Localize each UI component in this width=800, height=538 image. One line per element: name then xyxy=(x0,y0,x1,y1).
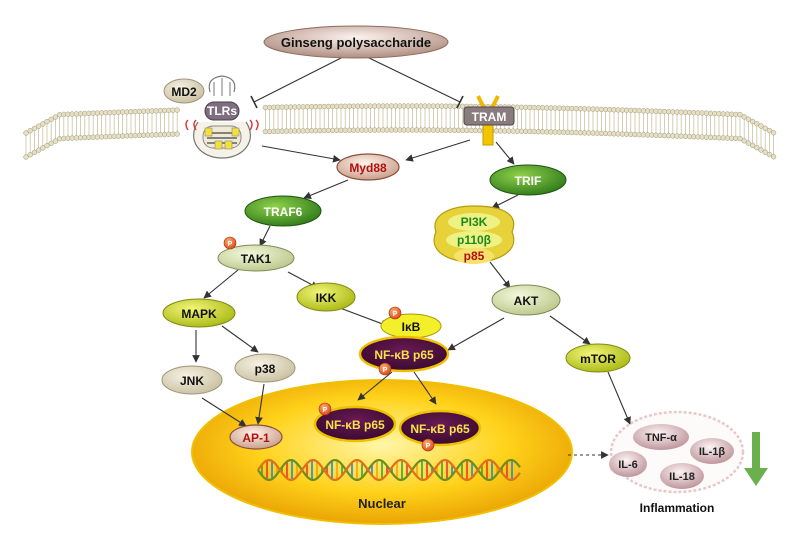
cell-membrane xyxy=(23,103,777,160)
arrow-trif-pi3k xyxy=(491,194,519,209)
mtor-node xyxy=(565,343,631,373)
inhibit-bar-tlrs xyxy=(250,95,258,109)
traf6-label: TRAF6 xyxy=(264,205,303,219)
jnk-label: JNK xyxy=(180,374,204,388)
il6-label: IL-6 xyxy=(618,459,638,471)
ginseng-label: Ginseng polysaccharide xyxy=(281,35,431,50)
arrow-traf6-tak1 xyxy=(259,225,271,247)
inflammation-label: Inflammation xyxy=(640,501,715,515)
nfkb-p65-node xyxy=(358,335,450,373)
il18-label: IL-18 xyxy=(669,471,695,483)
tnfa-label: TNF-α xyxy=(645,432,677,444)
myd88-node xyxy=(336,153,400,181)
jnk-node xyxy=(161,365,223,395)
nfkb-p65-nuclear-left xyxy=(313,405,397,443)
phospho-icon: P xyxy=(378,362,392,376)
arrow-akt-nfkb xyxy=(447,317,505,351)
nuclear-label: Nuclear xyxy=(358,496,406,511)
arrow-akt-mtor xyxy=(549,315,591,345)
arrow-tlrs-myd88 xyxy=(261,145,341,163)
phospho-icon: P xyxy=(421,438,435,452)
phospho-icon: P xyxy=(388,306,402,320)
tlrs-label: TLRs xyxy=(207,104,237,118)
ap1-label: AP-1 xyxy=(242,431,270,445)
arrow-tram-myd88 xyxy=(405,139,471,162)
arrow-tak1-mapk xyxy=(203,269,239,299)
arrow-p38-ap1 xyxy=(255,383,265,425)
svg-text:P: P xyxy=(323,407,328,414)
svg-text:P: P xyxy=(228,241,233,248)
arrow-nfkb-nuc2 xyxy=(413,371,437,405)
dna-helix xyxy=(257,459,521,481)
arrow-tram-trif xyxy=(495,141,515,165)
svg-text:P: P xyxy=(383,367,388,374)
il1b-label: IL-1β xyxy=(699,446,726,458)
inhibit-line-tram xyxy=(364,55,461,103)
arrow-nfkb-nuc1 xyxy=(357,371,393,401)
arrow-mapk-p38 xyxy=(221,325,259,353)
arrow-pi3k-akt xyxy=(489,261,511,289)
inhibit-bar-tram xyxy=(456,95,464,109)
il1b-node xyxy=(690,438,734,464)
md2-node xyxy=(163,78,205,104)
phospho-icon: P xyxy=(318,402,332,416)
arrow-jnk-ap1 xyxy=(201,397,247,427)
mtor-label: mTOR xyxy=(580,352,616,366)
nfkb-p65-label: NF-κB p65 xyxy=(374,348,434,362)
tak1-node xyxy=(217,244,295,272)
il6-node xyxy=(609,451,647,477)
tlr-receptor: TLRs xyxy=(185,75,259,159)
connectors xyxy=(192,55,631,459)
ikk-label: IKK xyxy=(316,291,337,305)
phospho-icon: P xyxy=(223,236,237,250)
nfkb-p65-nuclear-right-label: NF-κB p65 xyxy=(410,422,470,436)
p38-node xyxy=(234,353,296,383)
trif-label: TRIF xyxy=(515,174,542,188)
arrow-myd88-traf6 xyxy=(303,179,349,199)
nfkb-p65-nuclear-right xyxy=(398,409,482,447)
il18-node xyxy=(660,463,704,489)
traf6-node xyxy=(244,195,322,227)
pi3k-label: PI3K xyxy=(461,215,488,229)
tram-label: TRAM xyxy=(472,110,507,124)
decrease-arrow-icon xyxy=(744,432,768,486)
tram-receptor: TRAM xyxy=(463,95,515,146)
ap1-node xyxy=(229,424,283,450)
arrow-ikk-ikb xyxy=(339,307,389,328)
mapk-label: MAPK xyxy=(181,307,217,321)
svg-text:P: P xyxy=(426,443,431,450)
ikb-label: IκB xyxy=(402,320,421,334)
mapk-node xyxy=(162,298,236,328)
tak1-label: TAK1 xyxy=(241,252,272,266)
tnfa-node xyxy=(633,424,689,450)
pi3k-complex: PI3K p110β p85 xyxy=(433,205,515,264)
ikk-node xyxy=(296,282,356,312)
akt-label: AKT xyxy=(514,294,539,308)
ginseng-node xyxy=(263,25,449,59)
arrow-mtor-inflammation xyxy=(607,371,631,425)
md2-label: MD2 xyxy=(171,85,197,99)
p110b-label: p110β xyxy=(457,233,491,247)
p38-label: p38 xyxy=(255,362,276,376)
myd88-label: Myd88 xyxy=(349,161,387,175)
nfkb-p65-nuclear-left-label: NF-κB p65 xyxy=(325,418,385,432)
p85-label: p85 xyxy=(464,249,485,263)
svg-text:P: P xyxy=(393,311,398,318)
inhibit-line-tlrs xyxy=(253,55,346,103)
akt-node xyxy=(491,284,561,316)
trif-node xyxy=(489,164,567,196)
